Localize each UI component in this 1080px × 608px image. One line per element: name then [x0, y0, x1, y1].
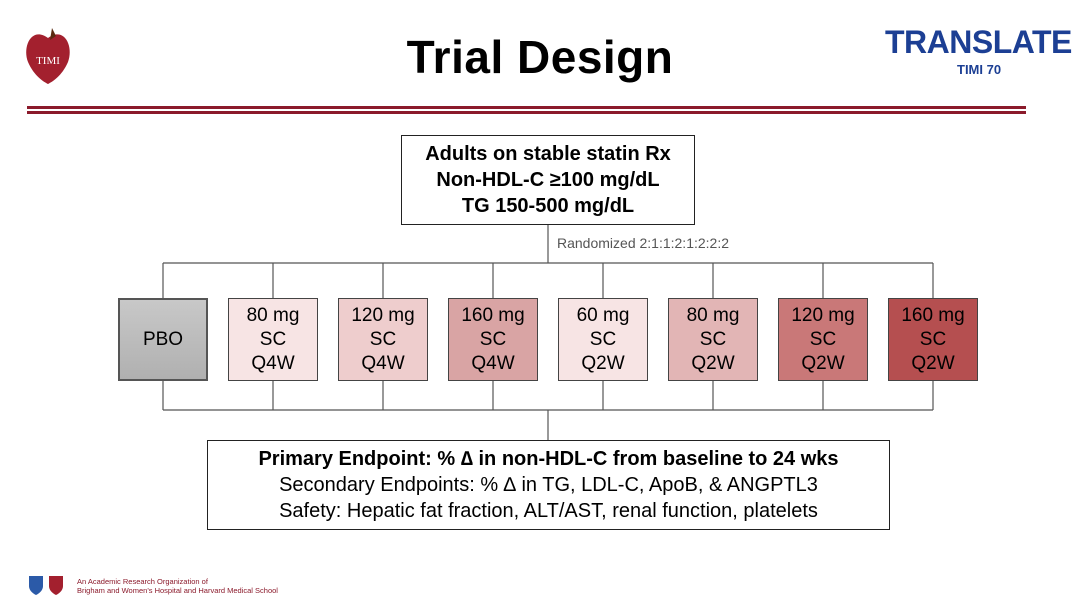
primary-endpoint: Primary Endpoint: % ∆ in non-HDL-C from …: [258, 448, 839, 470]
arm-frequency: Q2W: [911, 352, 955, 374]
safety-endpoints: Safety: Hepatic fat fraction, ALT/AST, r…: [279, 500, 818, 522]
arm-route: SC: [809, 328, 837, 350]
header-rule: [27, 111, 1026, 114]
arm-frequency: Q2W: [801, 352, 845, 374]
arm-route: SC: [919, 328, 947, 350]
translate-logo: TRANSLATE TIMI 70: [885, 24, 1072, 82]
secondary-endpoints: Secondary Endpoints: % ∆ in TG, LDL-C, A…: [279, 474, 818, 496]
population-box: Adults on stable statin Rx Non-HDL-C ≥10…: [401, 135, 695, 225]
arm-box: 80 mg SC Q4W: [228, 298, 318, 381]
arm-box: 80 mg SC Q2W: [668, 298, 758, 381]
arm-route: SC: [589, 328, 617, 350]
arm-route: SC: [699, 328, 727, 350]
arm-frequency: Q4W: [361, 352, 405, 374]
population-line: Adults on stable statin Rx: [425, 143, 671, 165]
header-rule: [27, 106, 1026, 109]
arm-route: SC: [369, 328, 397, 350]
arm-frequency: Q4W: [471, 352, 515, 374]
randomization-label: Randomized 2:1:1:2:1:2:2:2: [557, 235, 730, 251]
arm-route: SC: [479, 328, 507, 350]
population-line: Non-HDL-C ≥100 mg/dL: [436, 169, 660, 191]
arm-frequency: Q2W: [691, 352, 735, 374]
institution-logos: [27, 574, 67, 596]
arm-box-placebo: PBO: [118, 298, 208, 381]
brand-subtitle: TIMI 70: [957, 62, 1002, 77]
arm-dose: 160 mg: [901, 304, 965, 326]
arm-route: SC: [259, 328, 287, 350]
endpoints-box: Primary Endpoint: % ∆ in non-HDL-C from …: [207, 440, 890, 530]
arm-box: 160 mg SC Q4W: [448, 298, 538, 381]
arm-dose: 160 mg: [461, 304, 525, 326]
footer-line: Brigham and Women's Hospital and Harvard…: [77, 586, 278, 595]
arm-dose: 80 mg: [686, 304, 740, 326]
arm-box: 120 mg SC Q4W: [338, 298, 428, 381]
footer-text: An Academic Research Organization of Bri…: [77, 577, 278, 595]
arm-frequency: Q4W: [251, 352, 295, 374]
arm-dose: 120 mg: [351, 304, 415, 326]
arm-dose: 60 mg: [576, 304, 630, 326]
arm-box: 160 mg SC Q2W: [888, 298, 978, 381]
footer-line: An Academic Research Organization of: [77, 577, 208, 586]
population-line: TG 150-500 mg/dL: [461, 195, 635, 217]
arm-dose: 120 mg: [791, 304, 855, 326]
page-title: Trial Design: [406, 31, 674, 83]
svg-text:TIMI: TIMI: [36, 55, 60, 67]
arm-dose: 80 mg: [246, 304, 300, 326]
arm-frequency: Q2W: [581, 352, 625, 374]
arm-label: PBO: [142, 328, 184, 350]
timi-logo: TIMI: [22, 24, 74, 86]
brand-name: TRANSLATE: [885, 24, 1072, 60]
arm-box: 120 mg SC Q2W: [778, 298, 868, 381]
arm-box: 60 mg SC Q2W: [558, 298, 648, 381]
